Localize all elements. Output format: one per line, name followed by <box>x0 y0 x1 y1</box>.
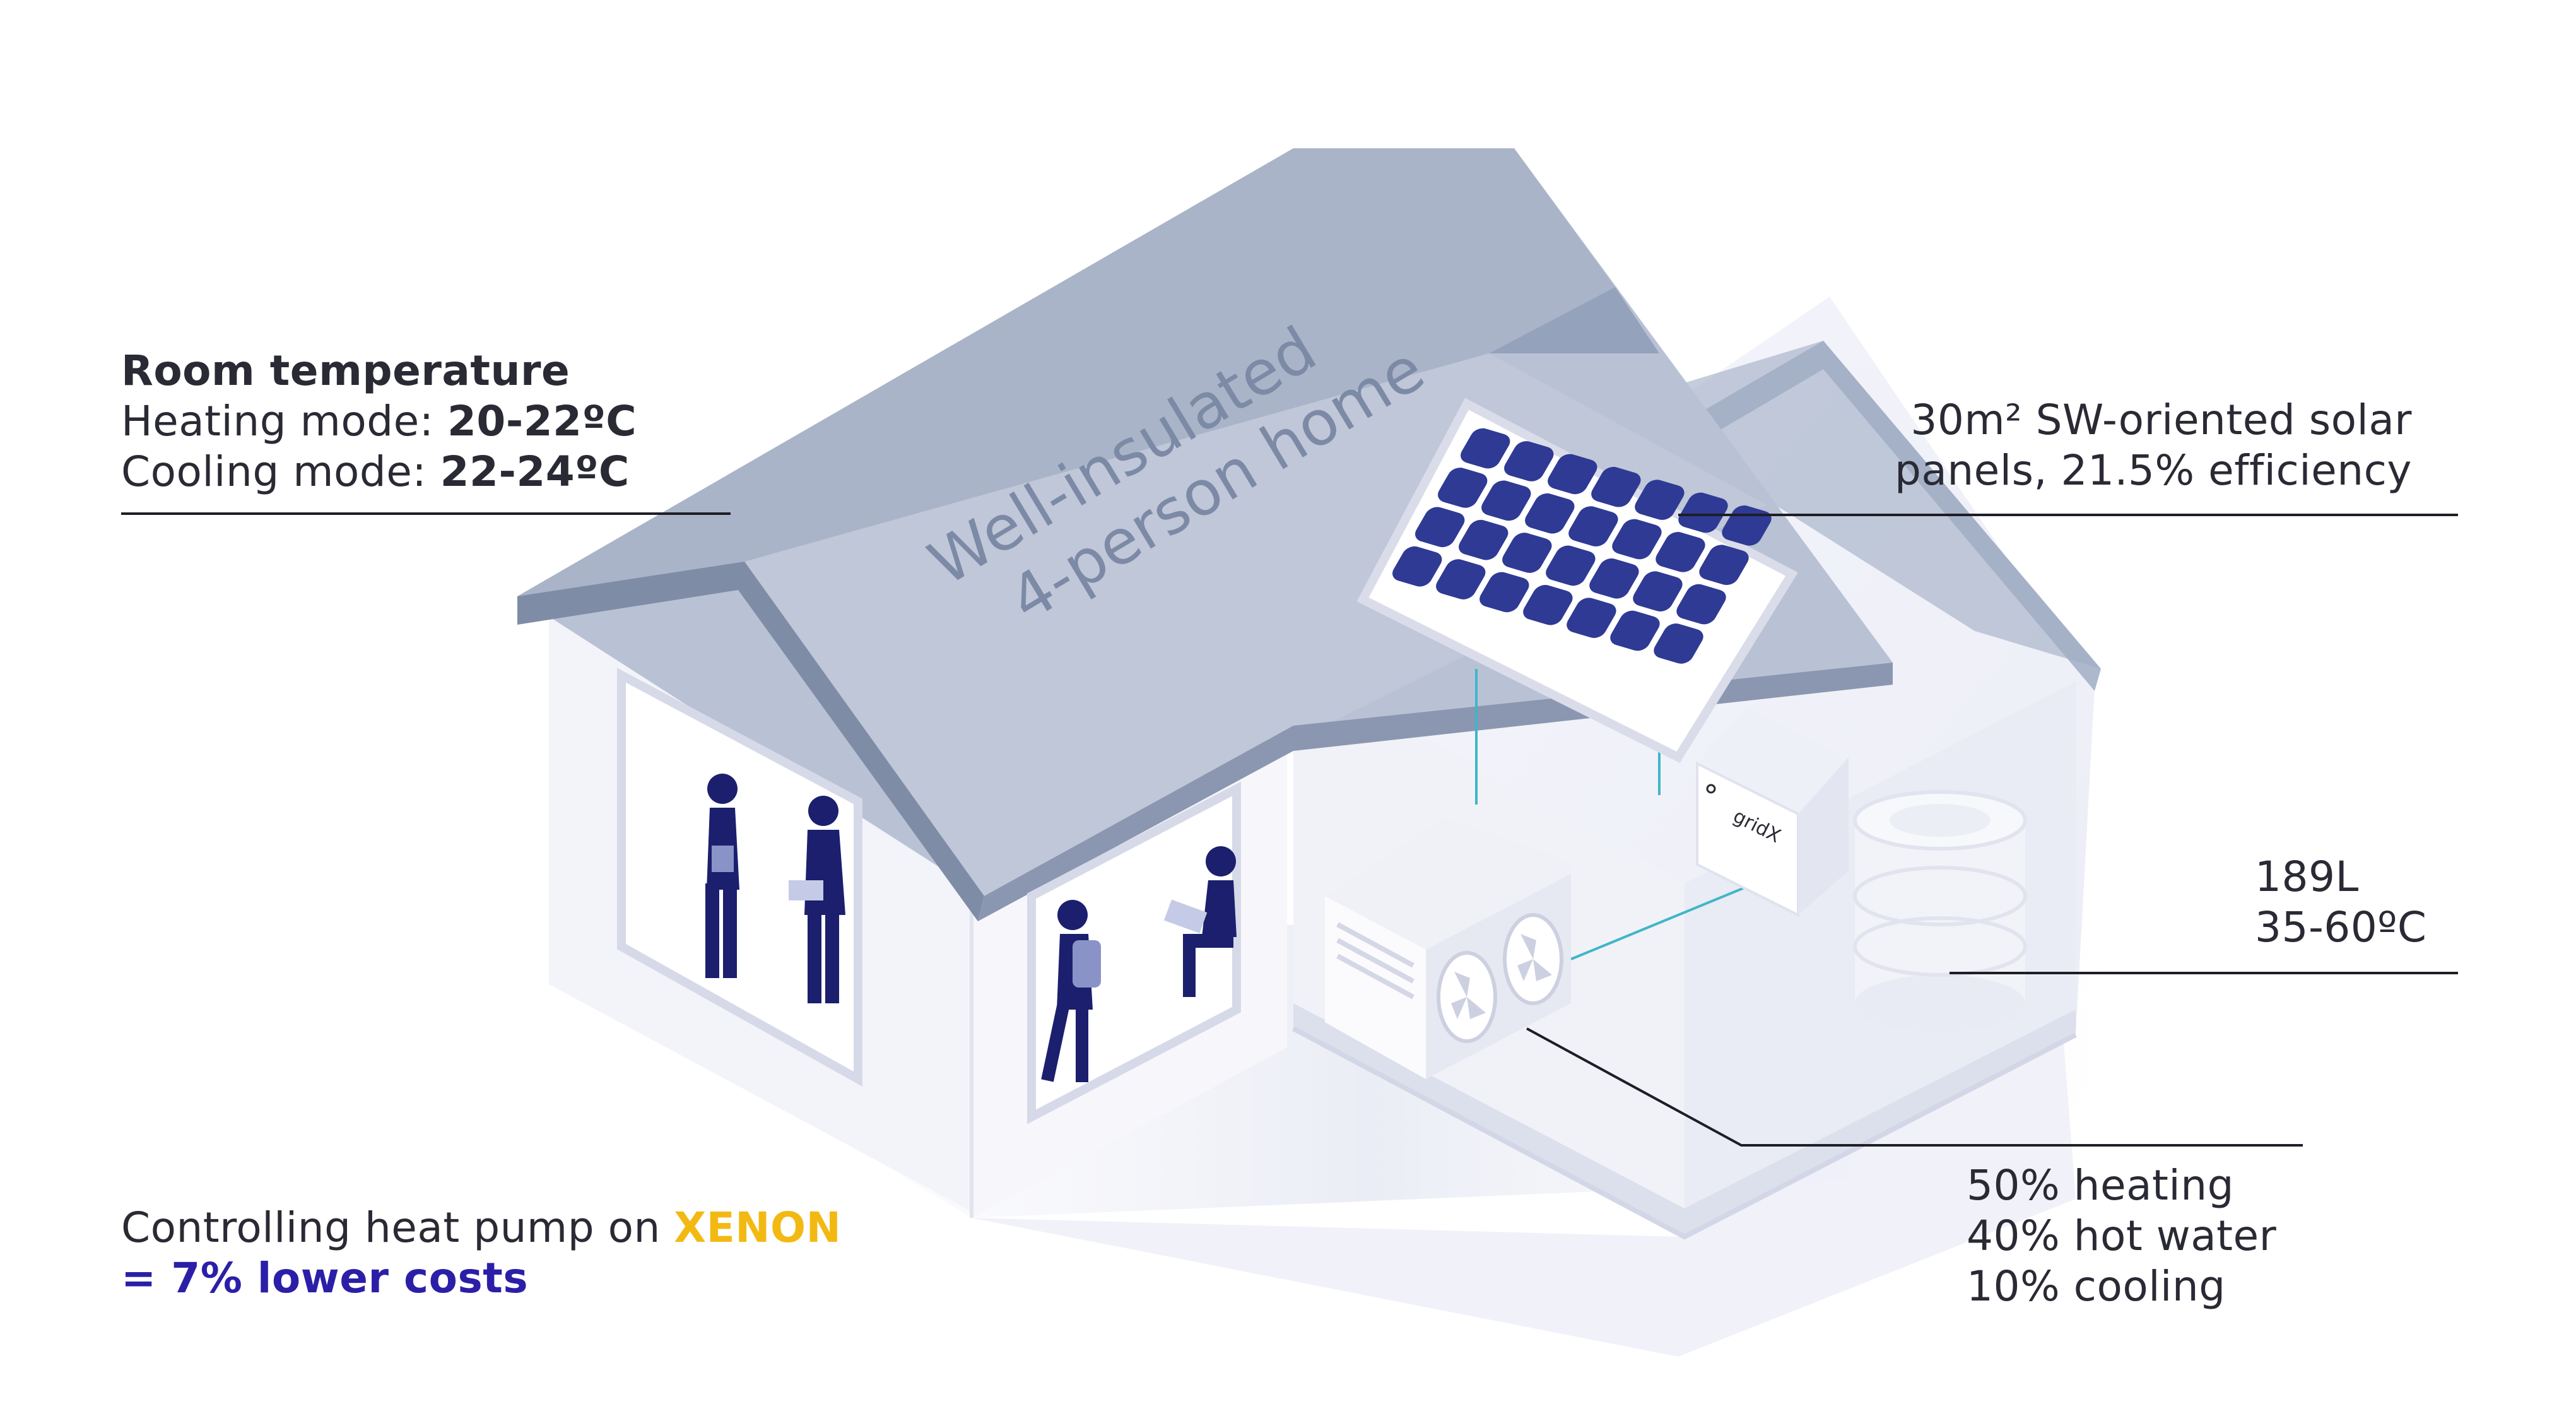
room-temperature-label: Room temperature Heating mode: 20-22ºC C… <box>121 346 637 497</box>
tank-volume: 189L <box>2255 853 2359 901</box>
person-standing-laptop <box>789 796 845 1003</box>
cooling-mode-row: Cooling mode: 22-24ºC <box>121 447 637 497</box>
heat-pump-pointer <box>1526 1027 2303 1147</box>
tank-temperature: 35-60ºC <box>2255 903 2427 952</box>
heating-mode-label: Heating mode: <box>121 397 447 445</box>
water-tank-rule <box>1950 972 2458 974</box>
solar-label: 30m² SW-oriented solar panels, 21.5% eff… <box>1895 395 2412 496</box>
solar-panel <box>1356 398 1798 764</box>
heat-pump-unit <box>1325 817 1571 1079</box>
savings-text: = 7% lower costs <box>121 1254 529 1302</box>
usage-heating: 50% heating <box>1967 1161 2234 1210</box>
cooling-mode-label: Cooling mode: <box>121 447 440 496</box>
solar-line1: 30m² SW-oriented solar <box>1910 396 2412 444</box>
person-walking-backpack <box>1041 900 1101 1082</box>
heating-mode-row: Heating mode: 20-22ºC <box>121 396 637 447</box>
gridx-device: gridX <box>1696 707 1849 917</box>
room-temperature-rule <box>121 512 731 515</box>
water-tank-label: 189L 35-60ºC <box>2255 852 2426 953</box>
control-row: Controlling heat pump on XENON <box>121 1203 841 1253</box>
control-text: Controlling heat pump on <box>121 1203 674 1252</box>
usage-cooling: 10% cooling <box>1967 1262 2226 1311</box>
solar-line2: panels, 21.5% efficiency <box>1895 446 2412 495</box>
fan-icon <box>1437 913 1563 1043</box>
room-temperature-title: Room temperature <box>121 346 570 395</box>
cooling-mode-value: 22-24ºC <box>440 447 630 496</box>
usage-hot-water: 40% hot water <box>1967 1212 2277 1260</box>
xenon-brand: XENON <box>674 1203 842 1252</box>
heat-pump-usage-label: 50% heating 40% hot water 10% cooling <box>1967 1160 2276 1312</box>
water-tank <box>1853 790 2027 1032</box>
control-label: Controlling heat pump on XENON = 7% lowe… <box>121 1203 841 1304</box>
heating-mode-value: 20-22ºC <box>447 397 637 445</box>
person-sitting-laptop <box>1163 846 1237 997</box>
left-window <box>617 668 862 1087</box>
solar-cells <box>1392 428 1772 664</box>
solar-rule <box>1678 514 2458 516</box>
person-standing-tablet <box>705 774 739 978</box>
right-window <box>1027 781 1241 1124</box>
